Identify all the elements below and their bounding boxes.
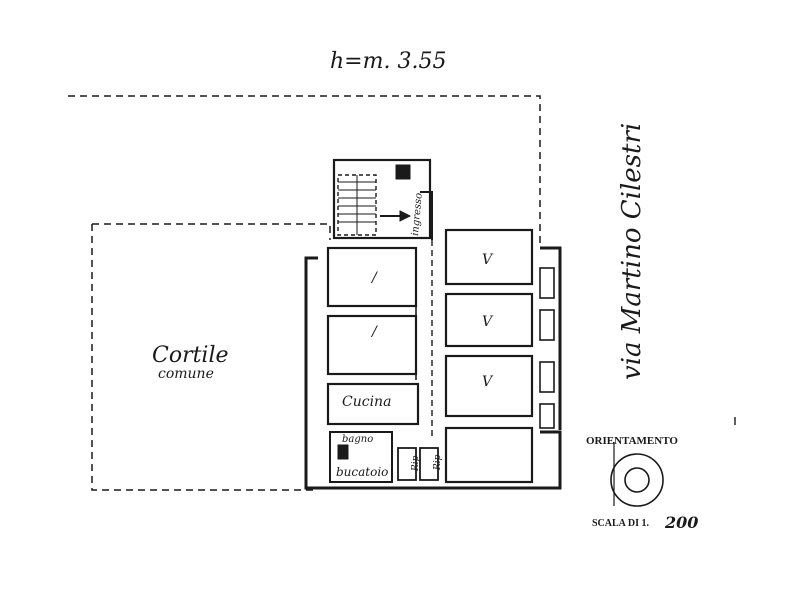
- height-note: h=m. 3.55: [330, 49, 446, 74]
- scale-value: 200: [664, 513, 698, 532]
- right-wing: [431, 228, 555, 484]
- room-mark-2: /: [370, 324, 378, 340]
- kitchen: [326, 382, 420, 426]
- left-wing: [326, 246, 439, 483]
- entrance-label: ingresso: [410, 192, 425, 236]
- window-3: [539, 361, 555, 393]
- laundry-label: bucatoio: [336, 465, 388, 479]
- room-mark-5: V: [482, 374, 494, 390]
- window-4: [539, 403, 555, 429]
- window-2: [539, 309, 555, 341]
- room-mark-4: V: [482, 314, 494, 330]
- scale-prefix: SCALA DI 1.: [592, 518, 649, 529]
- orientation-title: ORIENTAMENTO: [586, 435, 678, 447]
- room-mark-1: /: [370, 270, 378, 286]
- room-right-2: [444, 292, 534, 348]
- fixture-mark: [337, 444, 349, 460]
- street-label: via Martino Cilestri: [617, 123, 647, 380]
- storage-2: [419, 447, 439, 481]
- arrow-head: [399, 210, 412, 222]
- building-wall-outer: [304, 256, 562, 490]
- property-outline-upper: [68, 95, 541, 245]
- room-right-1: [444, 228, 534, 286]
- bath-label: bagno: [342, 434, 373, 445]
- courtyard-sublabel: comune: [158, 366, 214, 382]
- room-right-4: [444, 426, 534, 484]
- courtyard-label: Cortile: [152, 343, 229, 368]
- window-1: [539, 267, 555, 299]
- storage-1: [397, 447, 417, 481]
- stair-block: [332, 158, 433, 240]
- compass-icon: [610, 442, 664, 507]
- room-mark-3: V: [482, 252, 494, 268]
- bath-laundry: [329, 431, 393, 483]
- storage-2-label: Rip: [433, 454, 443, 471]
- column-mark: [395, 164, 411, 180]
- kitchen-label: Cucina: [342, 394, 391, 410]
- room-right-3: [444, 354, 534, 418]
- building-wall-street: [540, 246, 562, 430]
- storage-1-label: Rip: [411, 455, 421, 472]
- courtyard-outline: [91, 223, 331, 491]
